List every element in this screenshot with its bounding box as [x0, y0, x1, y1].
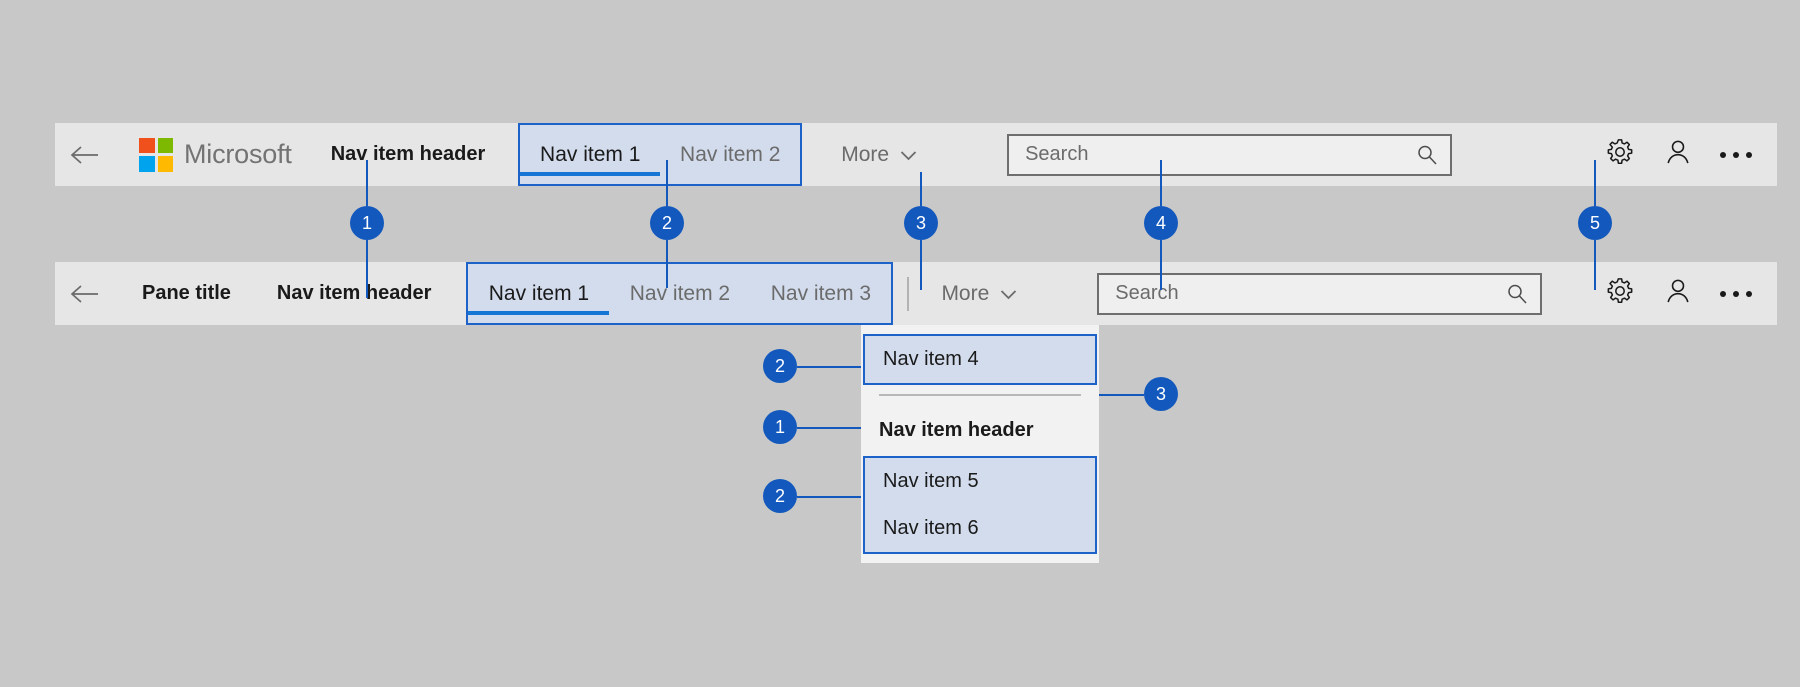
leader-line-4-upper — [1160, 160, 1162, 206]
arrow-left-icon — [69, 144, 99, 166]
flyout-items-56-highlight: Nav item 5 Nav item 6 — [863, 456, 1097, 554]
nav-item-1-top[interactable]: Nav item 1 — [520, 125, 661, 184]
nav-separator — [907, 276, 910, 311]
more-label-bottom: More — [941, 281, 990, 305]
account-button-bottom[interactable] — [1649, 265, 1707, 323]
flyout-separator — [879, 394, 1081, 396]
callout-badge-3-top: 3 — [904, 206, 938, 240]
callout-badge-4-top: 4 — [1144, 206, 1178, 240]
person-icon — [1664, 138, 1692, 171]
microsoft-wordmark: Microsoft — [184, 139, 292, 169]
nav-group-top: Nav item 1 Nav item 2 — [518, 123, 803, 186]
nav-group-bottom: Nav item 1 Nav item 2 Nav item 3 — [466, 262, 894, 325]
nav-item-header-bottom: Nav item header — [276, 282, 432, 304]
more-options-button-top[interactable] — [1707, 126, 1765, 184]
nav-item-2-bottom[interactable]: Nav item 2 — [629, 281, 731, 305]
leader-line-5-upper — [1594, 160, 1596, 206]
back-button[interactable] — [55, 144, 113, 166]
account-button-top[interactable] — [1649, 126, 1707, 184]
leader-line-2-upper — [666, 160, 668, 206]
gear-icon — [1606, 277, 1634, 310]
arrow-left-icon — [69, 283, 99, 305]
callout-badge-5-top: 5 — [1578, 206, 1612, 240]
leader-line-5-lower — [1594, 240, 1596, 290]
search-input-top[interactable]: Search — [1025, 143, 1089, 165]
person-icon — [1664, 277, 1692, 310]
microsoft-logo-icon — [139, 137, 173, 172]
chevron-down-icon — [1000, 282, 1017, 306]
more-button-top[interactable]: More — [841, 143, 917, 167]
leader-line-header — [797, 427, 863, 429]
callout-badge-1-header: 1 — [763, 410, 797, 444]
leader-line-1-upper — [366, 160, 368, 206]
nav-flyout-menu: Nav item 4 Nav item header Nav item 5 Na… — [861, 325, 1099, 563]
search-input-bottom[interactable]: Search — [1115, 282, 1179, 304]
callout-badge-2-item4: 2 — [763, 349, 797, 383]
gear-icon — [1606, 138, 1634, 171]
navbar-bottom: Pane title Nav item header Nav item 1 Na… — [55, 262, 1777, 325]
chevron-down-icon — [900, 143, 917, 167]
flyout-item-6[interactable]: Nav item 6 — [883, 517, 979, 539]
leader-line-4-lower — [1160, 240, 1162, 290]
leader-line-2-lower — [666, 240, 668, 288]
ellipsis-icon — [1720, 151, 1752, 158]
more-options-button-bottom[interactable] — [1707, 265, 1765, 323]
nav-item-header-top: Nav item header — [330, 143, 486, 165]
more-label-top: More — [841, 142, 890, 166]
leader-line-items56 — [797, 496, 863, 498]
navbar-bottom-left: Pane title Nav item header Nav item 1 Na… — [55, 262, 1543, 325]
flyout-header: Nav item header — [879, 419, 1034, 441]
leader-line-1-lower — [366, 240, 368, 298]
microsoft-brand[interactable]: Microsoft — [139, 137, 292, 172]
navbar-top: Microsoft Nav item header Nav item 1 Nav… — [55, 123, 1777, 186]
more-button-bottom[interactable]: More — [941, 282, 1017, 306]
search-box-top[interactable]: Search — [1007, 133, 1453, 176]
flyout-item-4[interactable]: Nav item 4 — [883, 348, 979, 370]
navbar-top-actions — [1591, 123, 1777, 186]
callout-badge-1-top: 1 — [350, 206, 384, 240]
search-box-bottom[interactable]: Search — [1097, 272, 1543, 315]
callout-badge-2-items56: 2 — [763, 479, 797, 513]
nav-item-1-bottom[interactable]: Nav item 1 — [468, 264, 610, 323]
callout-badge-3-separator: 3 — [1144, 377, 1178, 411]
ellipsis-icon — [1720, 290, 1752, 297]
back-button-bottom[interactable] — [55, 283, 113, 305]
callout-badge-2-top: 2 — [650, 206, 684, 240]
flyout-item-5[interactable]: Nav item 5 — [883, 470, 979, 492]
settings-button-top[interactable] — [1591, 126, 1649, 184]
pane-title: Pane title — [142, 282, 231, 304]
leader-line-3-upper — [920, 172, 922, 206]
search-icon[interactable] — [1506, 283, 1528, 305]
leader-line-item4 — [797, 366, 863, 368]
search-icon[interactable] — [1416, 144, 1438, 166]
nav-item-2-top[interactable]: Nav item 2 — [680, 142, 781, 166]
settings-button-bottom[interactable] — [1591, 265, 1649, 323]
nav-item-3-bottom[interactable]: Nav item 3 — [770, 281, 872, 305]
flyout-item-4-highlight: Nav item 4 — [863, 334, 1097, 385]
navbar-bottom-actions — [1591, 262, 1777, 325]
navbar-top-left: Microsoft Nav item header Nav item 1 Nav… — [55, 123, 1453, 186]
leader-line-3-lower — [920, 240, 922, 290]
